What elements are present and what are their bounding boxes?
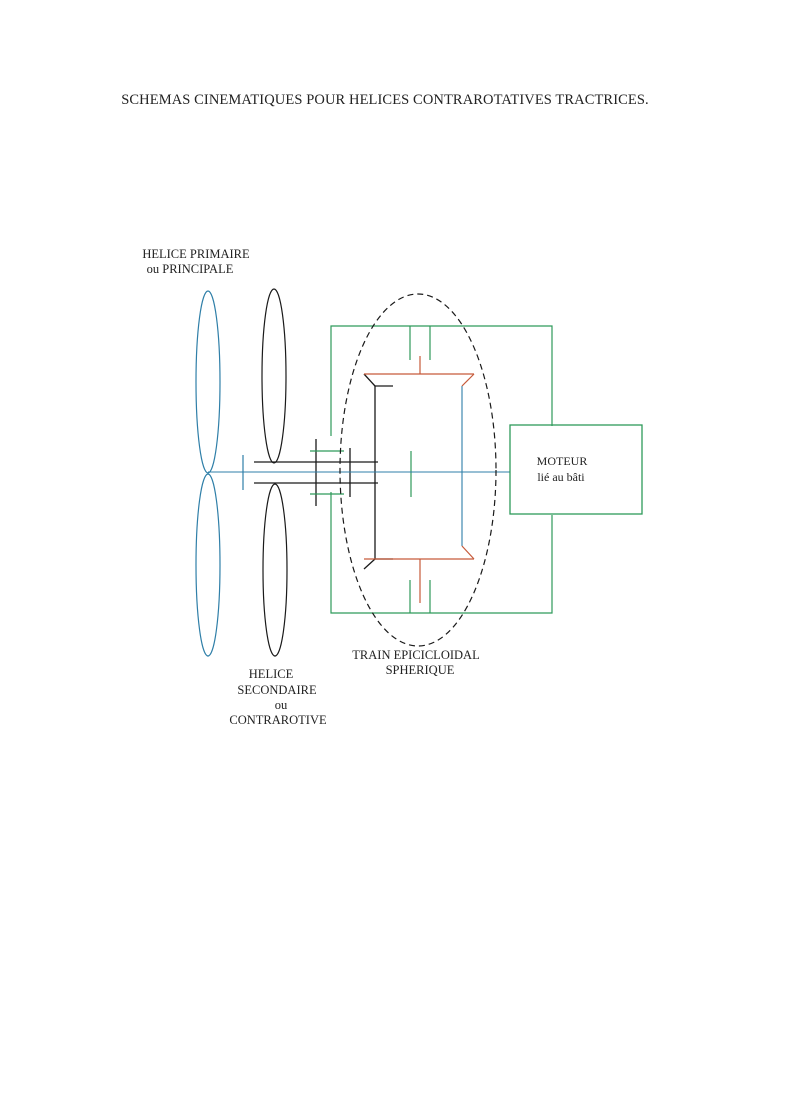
primary-propeller-label-line1: HELICE PRIMAIRE: [142, 247, 250, 261]
epicyclic-train-label-line1: TRAIN EPICICLOIDAL: [352, 648, 479, 662]
secondary-propeller-label-line4: CONTRAROTIVE: [229, 713, 327, 727]
housing-frame: [330, 325, 553, 614]
page-title: SCHEMAS CINEMATIQUES POUR HELICES CONTRA…: [121, 92, 649, 108]
shaft-bearings: [310, 450, 412, 497]
planet-gears: [364, 356, 475, 603]
secondary-blade-upper: [261, 288, 287, 464]
main-shaft: [208, 386, 510, 546]
secondary-propeller-label-line3: ou: [275, 698, 288, 712]
primary-blade-lower: [195, 473, 221, 657]
engine-box: [509, 424, 643, 515]
primary-blade-upper: [195, 290, 221, 474]
secondary-propeller: [261, 288, 288, 657]
secondary-propeller-label-line2: SECONDAIRE: [237, 683, 317, 697]
primary-propeller-label-line2: ou PRINCIPALE: [147, 262, 234, 276]
engine-label-line1: MOTEUR: [537, 454, 588, 468]
epicyclic-train-label-line2: SPHERIQUE: [386, 663, 455, 677]
primary-propeller: [195, 290, 244, 657]
secondary-blade-lower: [262, 483, 288, 657]
engine-label-line2: lié au bâti: [537, 470, 585, 484]
secondary-propeller-label-line1: HELICE: [249, 667, 294, 681]
epicyclic-train-boundary: [339, 293, 497, 647]
